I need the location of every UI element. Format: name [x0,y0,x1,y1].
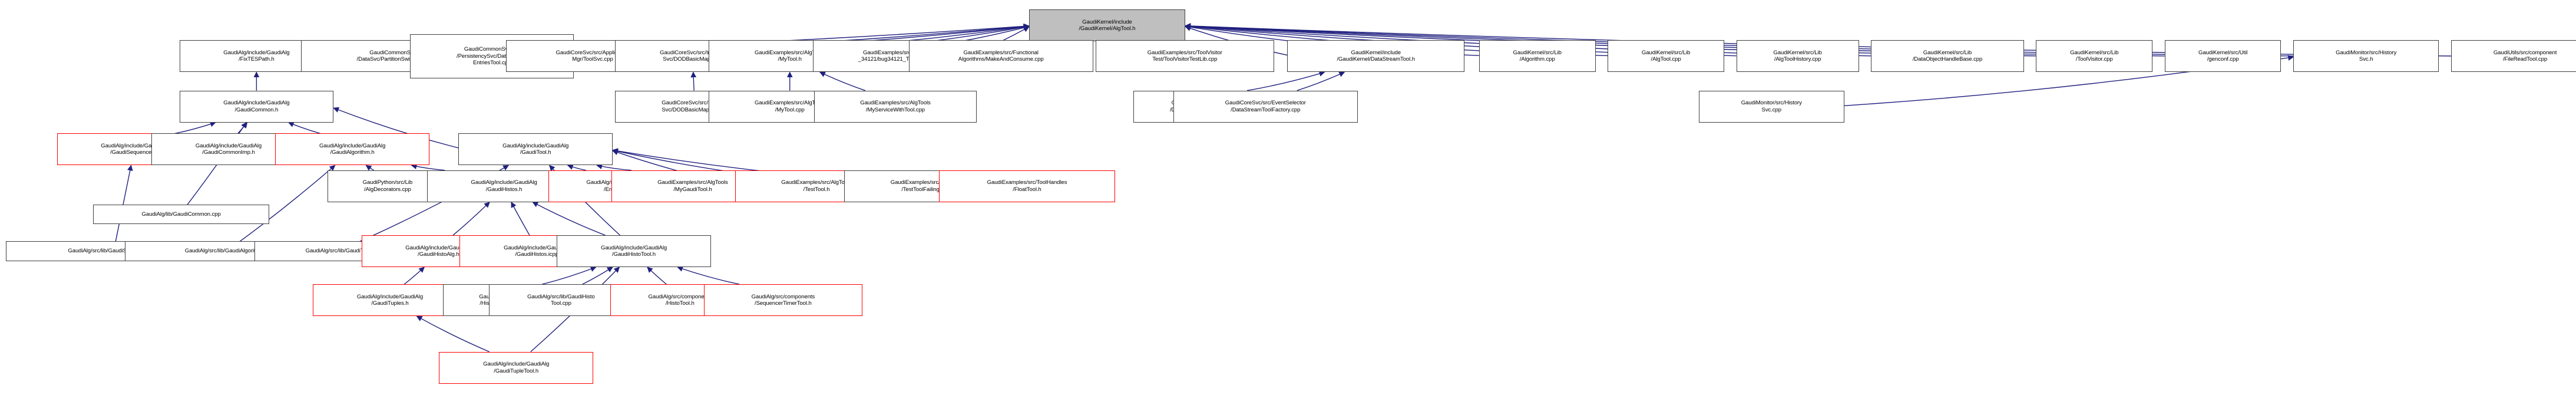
graph-node[interactable]: GaudiKernel/src/Lib /AlgToolHistory.cpp [1736,40,1859,73]
graph-node[interactable]: GaudiKernel/src/Lib /Algorithm.cpp [1479,40,1596,73]
graph-node[interactable]: GaudiExamples/src/AlgTools /MyServiceWit… [814,90,977,123]
graph-edge [541,266,597,285]
graph-edge [532,202,606,236]
graph-node[interactable]: GaudiAlg/src/components /SequencerTimerT… [703,284,863,317]
graph-edge [1247,71,1325,91]
graph-node[interactable]: GaudiKernel/src/Lib /AlgTool.cpp [1608,40,1724,73]
graph-edge [596,163,631,171]
graph-node[interactable]: GaudiCoreSvc/src/EventSelector /DataStre… [1173,90,1358,123]
graph-edge [511,202,530,236]
graph-node-root[interactable]: GaudiKernel/include /GaudiKernel/AlgTool… [1029,9,1186,42]
graph-node[interactable]: GaudiExamples/src/ToolVisitor Test/ToolV… [1095,40,1274,73]
graph-edge [115,164,133,242]
graph-node[interactable]: GaudiAlg/include/GaudiAlg /GaudiTupleToo… [439,351,594,384]
graph-edge [287,121,320,134]
graph-edge [1297,71,1345,91]
graph-node[interactable]: GaudiAlg/include/GaudiAlg /GaudiHistoToo… [557,235,711,268]
graph-edge [582,266,613,285]
graph-node[interactable]: GaudiAlg/include/GaudiAlg /GaudiTool.h [458,133,613,166]
graph-node[interactable]: GaudiMonitor/src/History Svc.cpp [1698,90,1844,123]
graph-node[interactable]: GaudiAlg/lib/GaudiCommon.cpp [93,205,269,225]
graph-edge [677,266,740,285]
graph-node[interactable]: GaudiExamples/src/Functional Algorithms/… [908,40,1093,73]
graph-edge [365,164,374,171]
graph-edge [237,121,248,134]
graph-node[interactable]: GaudiKernel/include /GaudiKernel/DataStr… [1287,40,1465,73]
graph-edge [416,315,490,353]
graph-edge [647,266,667,285]
graph-edge [567,164,586,171]
graph-node[interactable]: GaudiUtils/src/component /FileReadTool.c… [2451,40,2576,73]
graph-node[interactable]: GaudiExamples/src/ToolHandles /FloatTool… [939,170,1115,202]
graph-node[interactable]: GaudiKernel/src/Util /genconf.cpp [2164,40,2281,73]
graph-edge [174,121,216,134]
graph-node[interactable]: GaudiMonitor/src/History Svc.h [2293,40,2439,73]
graph-edge [452,202,490,236]
graph-edge [690,71,697,91]
graph-edge [404,266,425,285]
graph-node[interactable]: GaudiAlg/include/GaudiAlg /GaudiCommon.h [179,90,334,123]
graph-node[interactable]: GaudiAlg/include/GaudiAlg /GaudiTuples.h [313,284,467,317]
graph-node[interactable]: GaudiAlg/include/GaudiAlg /GaudiAlgorith… [275,133,429,166]
graph-edge [239,164,336,242]
graph-edge [819,71,866,91]
graph-edge [411,163,445,171]
graph-node[interactable]: GaudiKernel/src/Lib /DataObjectHandleBas… [1871,40,2024,73]
graph-node[interactable]: GaudiKernel/src/Lib /ToolVisitor.cpp [2036,40,2153,73]
